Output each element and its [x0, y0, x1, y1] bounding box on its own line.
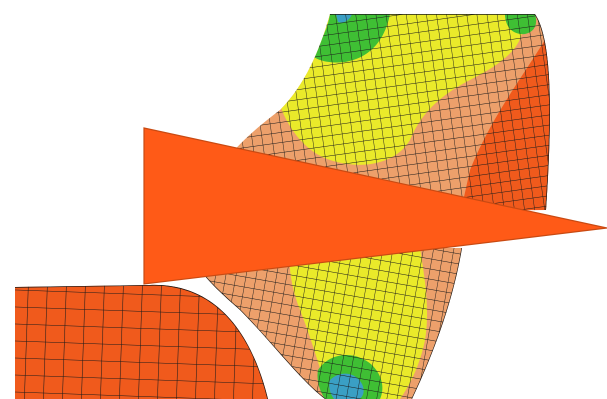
upper-outline: [330, 14, 550, 211]
wedge-tool: [143, 127, 607, 285]
block-outline: [15, 284, 268, 399]
